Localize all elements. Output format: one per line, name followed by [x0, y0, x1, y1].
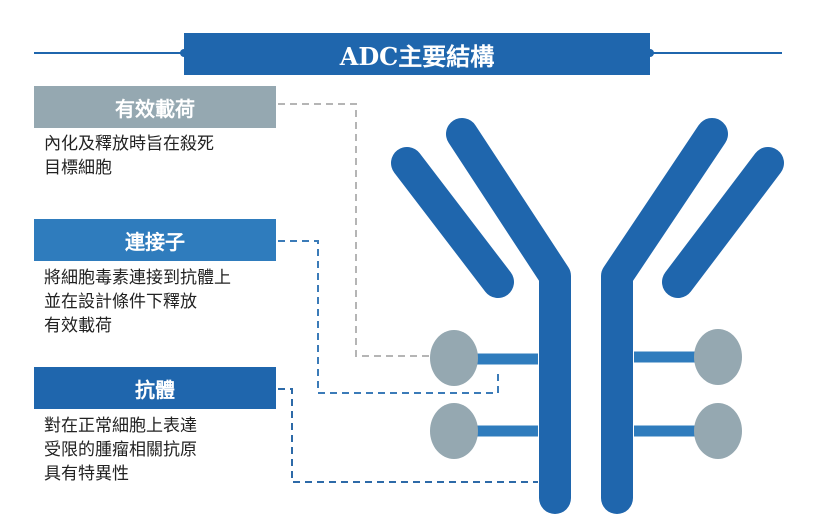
linker-description-line: 將細胞毒素連接到抗體上 — [44, 268, 231, 288]
antibody-description-line: 對在正常細胞上表達 — [44, 416, 197, 436]
antibody-label: 抗體 — [34, 367, 276, 409]
title-rule-right — [650, 52, 782, 54]
antibody-heavy-chain-right — [601, 118, 728, 514]
linker-connector — [278, 240, 499, 394]
linker-description: 將細胞毒素連接到抗體上 並在設計條件下釋放 有效載荷 — [44, 266, 231, 338]
antibody-description-line: 受限的腫瘤相關抗原 — [44, 440, 197, 460]
title-rule-left — [34, 52, 184, 54]
antibody-light-chain-left — [391, 147, 514, 298]
antibody-description: 對在正常細胞上表達 受限的腫瘤相關抗原 具有特異性 — [44, 414, 197, 486]
payload-ellipse — [694, 403, 742, 459]
payload-ellipse — [430, 330, 478, 386]
antibody-light-chain-right — [662, 147, 784, 298]
payload-connector — [278, 103, 432, 357]
payload-description-line: 目標細胞 — [44, 158, 112, 178]
payload-description: 內化及釋放時旨在殺死 目標細胞 — [44, 132, 214, 180]
linker-description-line: 有效載荷 — [44, 316, 112, 336]
diagram-title: ADC主要結構 — [184, 33, 650, 75]
title-rule-right-dot — [646, 49, 654, 57]
antibody-description-line: 具有特異性 — [44, 464, 129, 484]
payload-description-line: 內化及釋放時旨在殺死 — [44, 134, 214, 154]
payload-label: 有效載荷 — [34, 86, 276, 128]
antibody-heavy-chain-left — [446, 118, 571, 514]
payload-ellipse — [430, 403, 478, 459]
linker-label: 連接子 — [34, 219, 276, 261]
payload-ellipse — [694, 329, 742, 385]
antibody-connector — [278, 388, 538, 483]
linker-description-line: 並在設計條件下釋放 — [44, 292, 197, 312]
